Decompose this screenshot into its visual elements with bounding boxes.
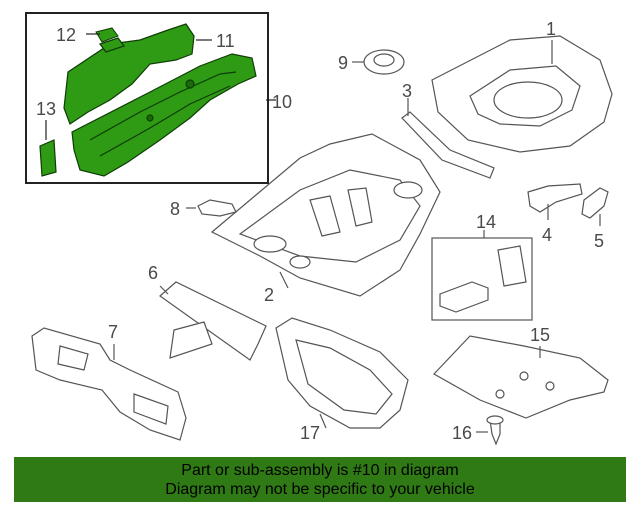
part-4-bracket[interactable]: [527, 183, 583, 220]
part-9-plug[interactable]: [352, 49, 405, 75]
info-banner-line-2: Diagram may not be specific to your vehi…: [165, 481, 475, 498]
part-5-bracket[interactable]: [581, 187, 609, 226]
callout-3[interactable]: 3: [402, 81, 413, 101]
part-6-crossmember[interactable]: [159, 281, 267, 361]
callout-10[interactable]: 10: [272, 92, 293, 112]
part-14-kit-box[interactable]: [431, 230, 533, 321]
callout-5[interactable]: 5: [594, 231, 605, 251]
part-7-rail-brace[interactable]: [31, 327, 187, 441]
part-17-floor-panel[interactable]: [275, 317, 409, 429]
parts-diagram: [25, 12, 613, 446]
callout-14[interactable]: 14: [476, 212, 497, 232]
callout-7[interactable]: 7: [108, 322, 119, 342]
callout-12[interactable]: 12: [56, 25, 77, 45]
callout-2[interactable]: 2: [264, 285, 275, 305]
callout-9[interactable]: 9: [338, 53, 349, 73]
callout-6[interactable]: 6: [148, 263, 159, 283]
callout-11[interactable]: 11: [216, 31, 235, 51]
part-12-clip[interactable]: [95, 27, 119, 43]
part-2-floor-pan[interactable]: [210, 133, 441, 297]
callout-4[interactable]: 4: [542, 225, 553, 245]
inset-leaders: [45, 33, 276, 140]
part-1-wheel-well[interactable]: [431, 35, 613, 153]
info-banner-line-1: Part or sub-assembly is #10 in diagram: [181, 462, 459, 479]
callout-8[interactable]: 8: [170, 199, 181, 219]
part-15-panel[interactable]: [433, 335, 609, 419]
callout-17[interactable]: 17: [300, 423, 321, 443]
part-16-bolt[interactable]: [476, 415, 504, 446]
callout-15[interactable]: 15: [530, 325, 551, 345]
part-13-bracket[interactable]: [39, 139, 57, 177]
part-8-grommet[interactable]: [186, 199, 237, 217]
part-11-rail-upper[interactable]: [63, 23, 195, 125]
part-10-rail-main[interactable]: [71, 53, 257, 177]
callout-1[interactable]: 1: [546, 19, 557, 39]
callout-13[interactable]: 13: [36, 99, 57, 119]
callout-16[interactable]: 16: [452, 423, 473, 443]
part-3-crossmember[interactable]: [401, 98, 495, 179]
info-banner: Part or sub-assembly is #10 in diagram D…: [14, 457, 626, 502]
